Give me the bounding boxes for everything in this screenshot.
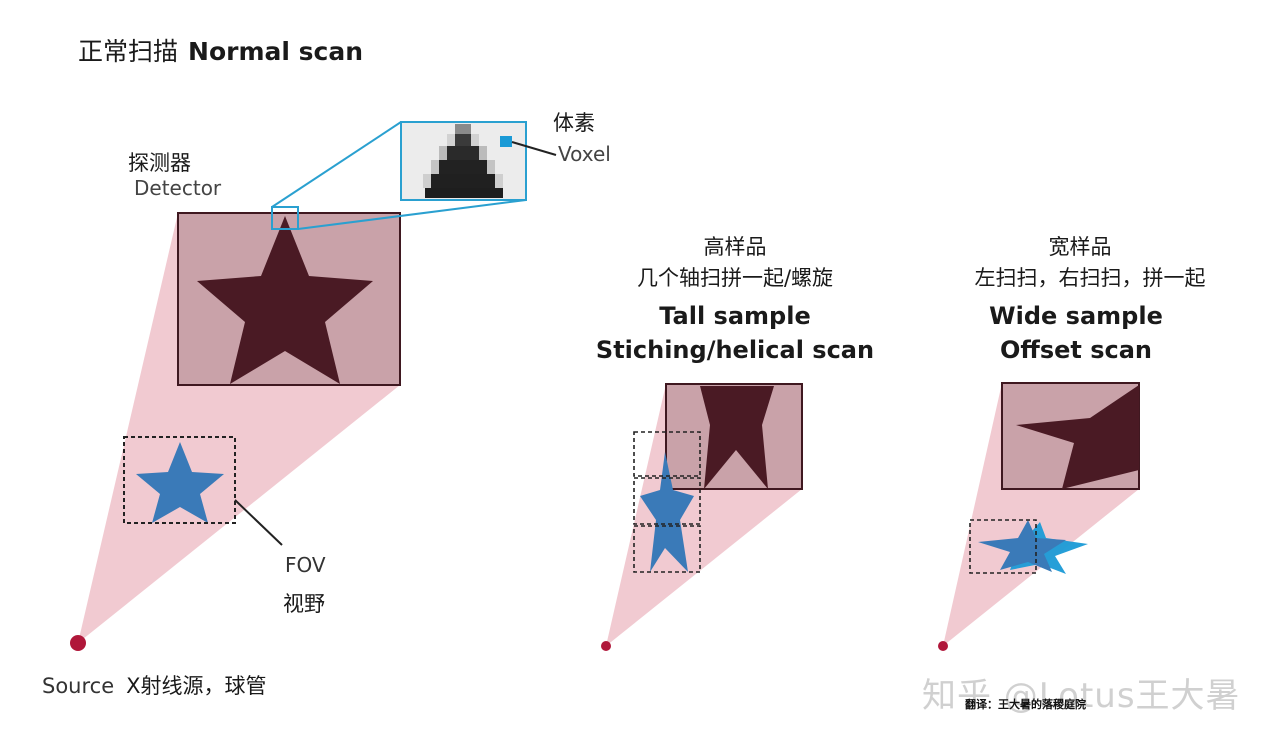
fov-label-zh: 视野 — [283, 592, 325, 616]
tall-detector-star — [700, 386, 774, 489]
zoom-line-bottom — [297, 199, 527, 230]
source-label-en: Source — [42, 674, 115, 698]
fov-leader — [234, 499, 283, 546]
voxel-marker — [500, 136, 512, 147]
wide-source — [938, 641, 948, 651]
tall-label-en-2: Stiching/helical scan — [595, 336, 875, 364]
wide-beam-cone — [943, 383, 1139, 646]
normal-fov-box — [123, 436, 236, 524]
title-zh: 正常扫描 — [78, 37, 179, 66]
normal-source — [70, 635, 86, 651]
tall-fov-box-1 — [633, 431, 701, 477]
tall-label-zh-1: 高样品 — [703, 235, 767, 259]
zoom-region — [271, 206, 299, 230]
wide-detector-star — [1016, 385, 1139, 489]
wide-label-en-1: Wide sample — [989, 302, 1163, 330]
source-label-zh: X射线源，球管 — [126, 674, 267, 698]
wide-label-zh-1: 宽样品 — [1048, 235, 1112, 259]
voxel-label-en: Voxel — [558, 142, 611, 166]
wide-fov-star — [978, 520, 1066, 572]
detector-label-en: Detector — [134, 176, 222, 200]
normal-beam-cone — [78, 213, 400, 643]
wide-fov-box — [969, 519, 1037, 574]
voxel-label-zh: 体素 — [553, 111, 595, 135]
tall-label-en-1: Tall sample — [659, 302, 811, 330]
translation-credit: 翻译：王大暑的落稷庭院 — [965, 698, 1086, 711]
wide-label-zh-2: 左扫扫，右扫扫，拼一起 — [974, 266, 1206, 290]
wide-label-en-2: Offset scan — [999, 336, 1153, 364]
detector-label-zh: 探测器 — [128, 151, 191, 175]
page-title: 正常扫描 Normal scan — [78, 32, 363, 68]
tall-fov-star — [640, 452, 694, 572]
tall-beam-cone — [606, 384, 802, 646]
voxel-leader — [511, 141, 557, 156]
zoom-line-top — [271, 121, 402, 208]
watermark: 知乎 @Lotus王大暑 — [922, 676, 1241, 716]
voxel-pixels — [423, 124, 503, 198]
normal-detector-star — [197, 216, 373, 384]
title-en: Normal scan — [188, 37, 364, 66]
fov-label-en: FOV — [285, 553, 326, 577]
tall-source — [601, 641, 611, 651]
tall-label-zh-2: 几个轴扫拼一起/螺旋 — [636, 266, 834, 290]
source-label: Source X射线源，球管 — [42, 670, 267, 700]
normal-fov-star — [136, 442, 224, 523]
